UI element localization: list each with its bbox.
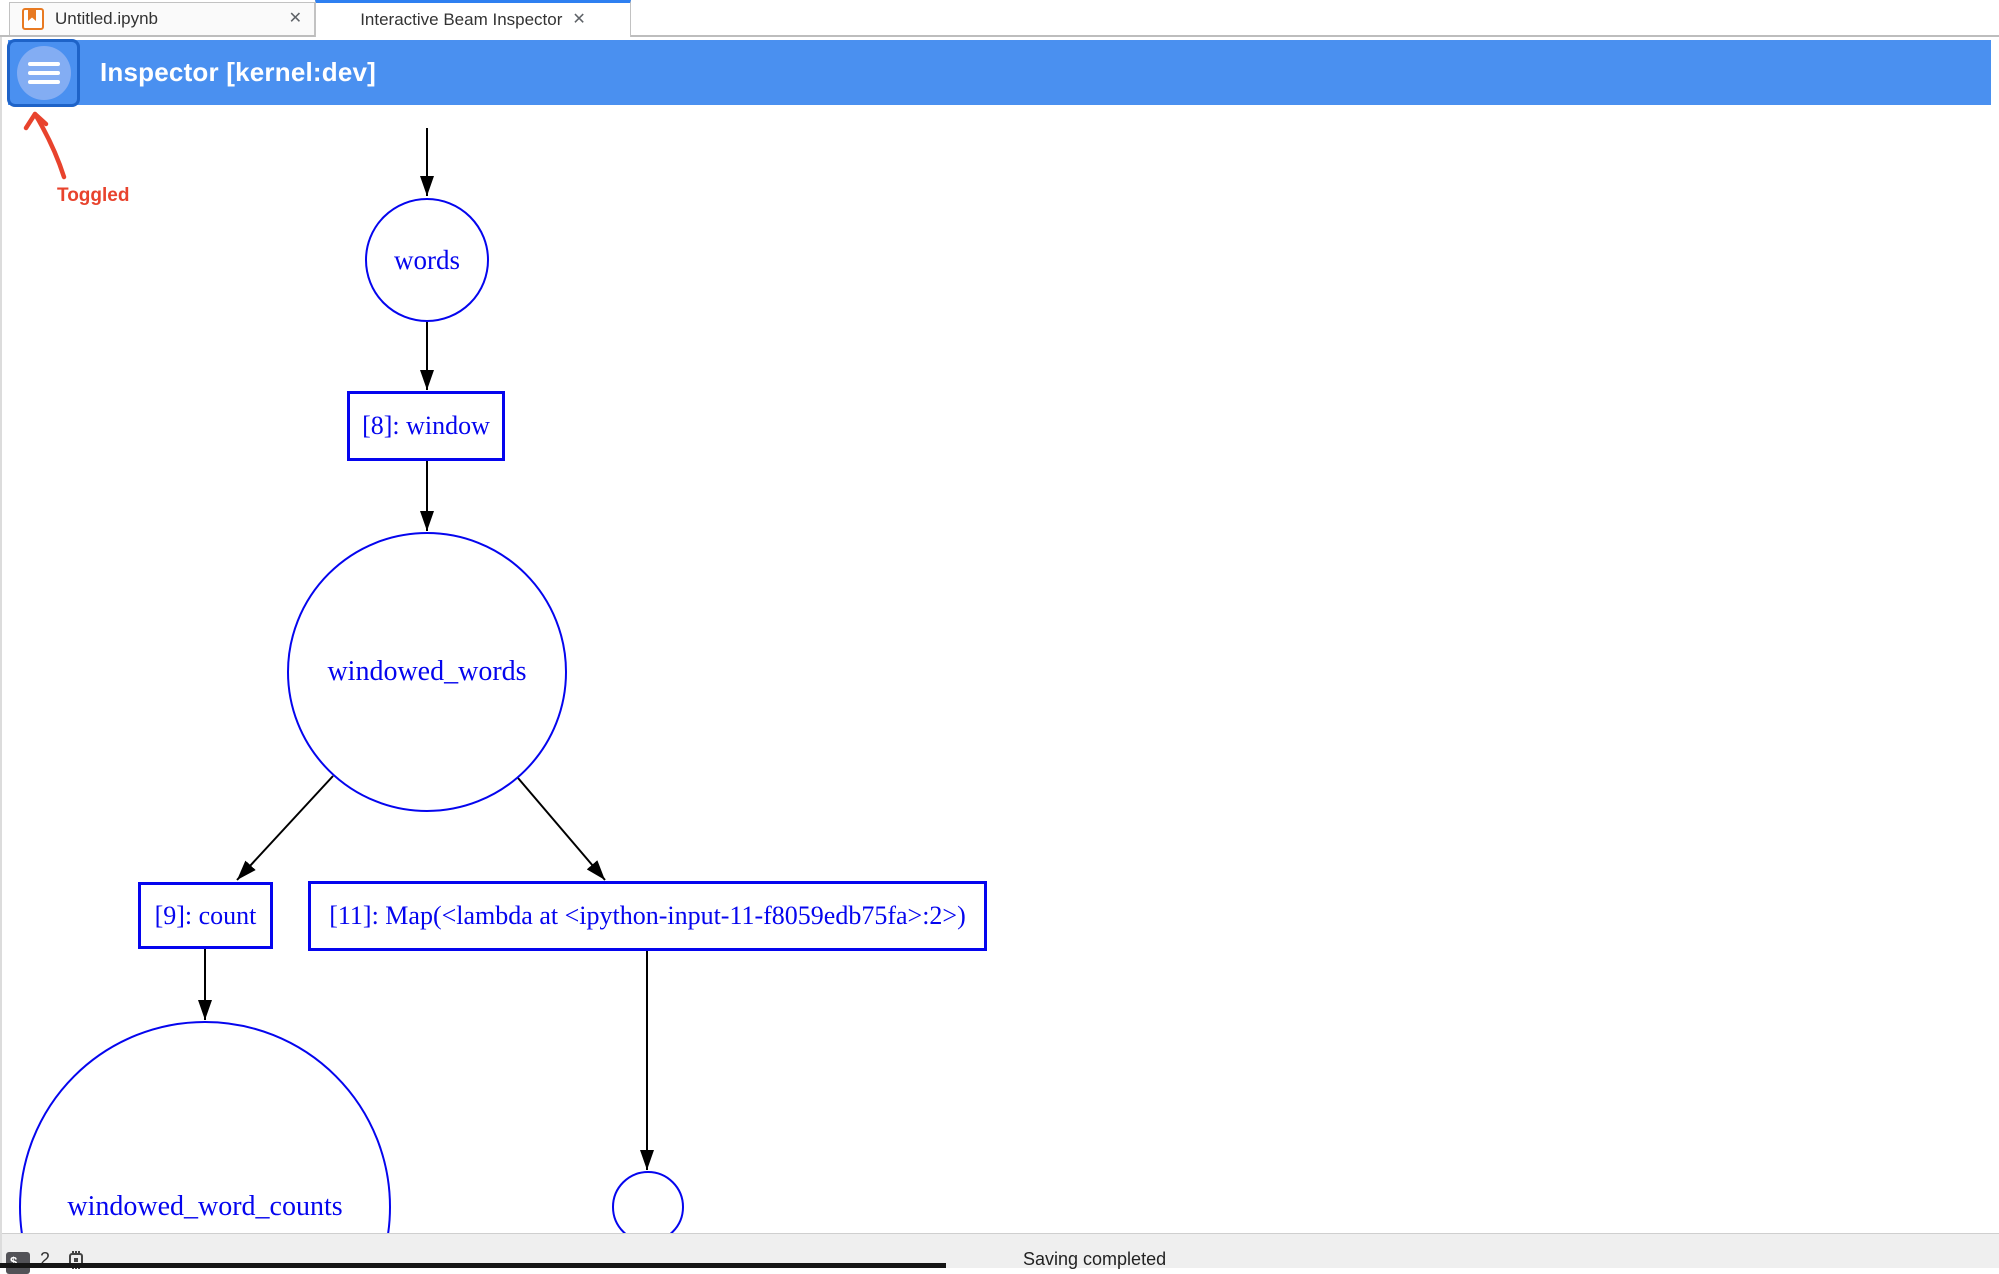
node-windowed-words: windowed_words: [287, 532, 567, 812]
node-window-transform: [8]: window: [347, 391, 505, 461]
inspector-panel: Inspector [kernel:dev] Toggled words: [0, 37, 1999, 1233]
node-count-transform: [9]: count: [138, 882, 273, 949]
edge-windowedwords-count: [236, 775, 334, 881]
tab-label: Untitled.ipynb: [55, 9, 159, 28]
annotation-label: Toggled: [57, 185, 130, 206]
hamburger-icon: [16, 46, 71, 100]
node-label: [9]: count: [154, 900, 257, 930]
close-icon[interactable]: ✕: [288, 10, 302, 27]
tab-untitled-notebook[interactable]: Untitled.ipynb ✕: [9, 2, 315, 35]
node-unnamed-pcollection: [612, 1171, 684, 1233]
inspector-header: Inspector [kernel:dev]: [8, 40, 1991, 105]
node-label: windowed_word_counts: [67, 1191, 343, 1222]
close-icon[interactable]: ✕: [572, 11, 586, 28]
node-label: [11]: Map(<lambda at <ipython-input-11-f…: [329, 901, 966, 930]
graph-edges: [198, 128, 654, 1170]
tab-interactive-beam-inspector[interactable]: Interactive Beam Inspector ✕: [315, 0, 631, 37]
node-words: words: [365, 198, 489, 322]
status-bar: $ 2 Saving completed: [0, 1233, 1999, 1274]
node-label: windowed_words: [327, 656, 527, 687]
terminal-count[interactable]: 2: [40, 1249, 51, 1269]
node-label: words: [394, 244, 460, 275]
save-status-message: Saving completed: [1023, 1249, 1167, 1269]
window-left-border: [0, 37, 2, 1268]
tab-bar: Untitled.ipynb ✕ Interactive Beam Inspec…: [0, 0, 1999, 37]
bottom-window-edge: [0, 1263, 946, 1268]
tab-label: Interactive Beam Inspector: [360, 10, 563, 29]
page-title: Inspector [kernel:dev]: [100, 57, 377, 87]
node-label: [8]: window: [362, 411, 490, 440]
menu-toggle-button[interactable]: [7, 39, 80, 107]
edge-windowedwords-map: [517, 777, 606, 881]
node-map-transform: [11]: Map(<lambda at <ipython-input-11-f…: [308, 881, 987, 951]
notebook-icon: [22, 8, 44, 30]
